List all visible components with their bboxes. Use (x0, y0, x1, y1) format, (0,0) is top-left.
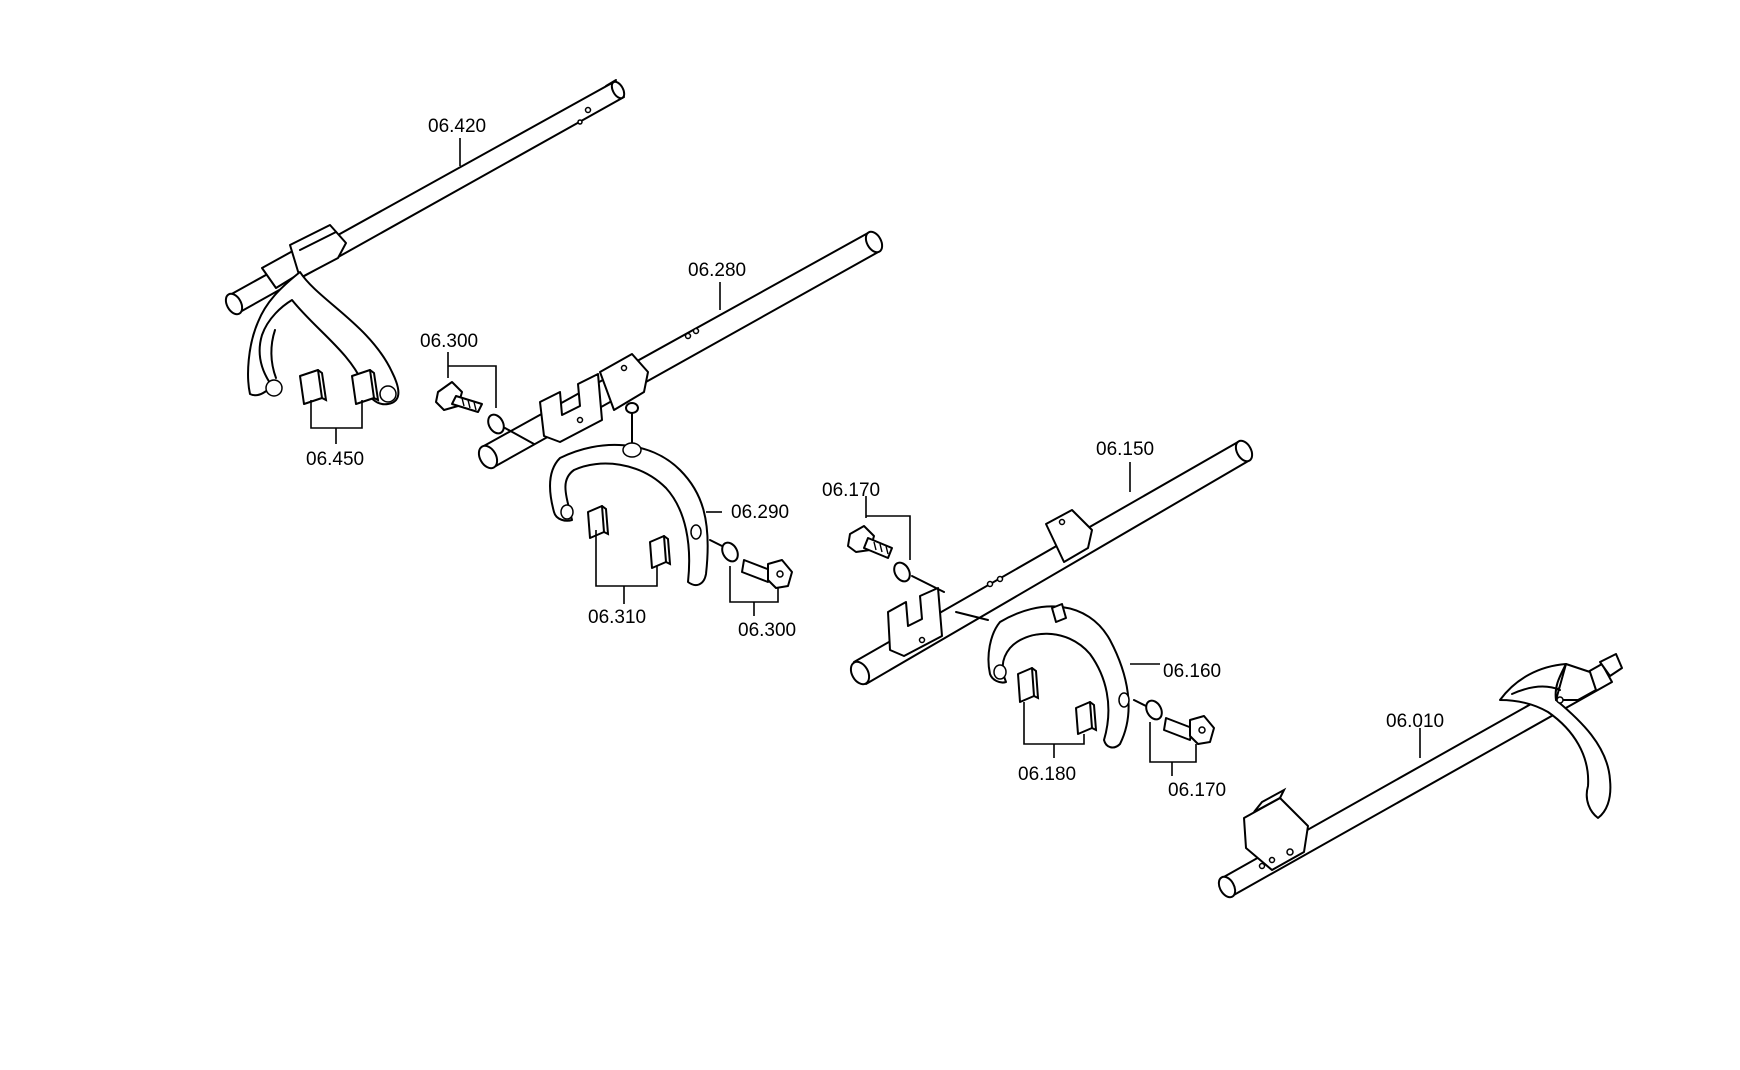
shift-pad-pair-06-450 (299, 369, 380, 405)
bolt-washer-06-170-bottom (1133, 699, 1215, 745)
shift-fork-06-420 (247, 224, 400, 406)
callout-06-010: 06.010 (1386, 711, 1444, 732)
callout-06-450: 06.450 (306, 449, 364, 470)
leader-lines (310, 138, 1421, 776)
callout-06-290: 06.290 (731, 502, 789, 523)
callout-06-280: 06.280 (688, 260, 746, 281)
bolt-washer-06-170-top (847, 525, 945, 593)
shift-pad-pair-06-310 (587, 505, 672, 569)
callout-06-180: 06.180 (1018, 764, 1076, 785)
shift-rail-06-150 (849, 439, 1254, 686)
callout-06-160: 06.160 (1163, 661, 1221, 682)
callout-06-420: 06.420 (428, 116, 486, 137)
shift-rail-06-280 (477, 230, 884, 470)
callout-06-300-bottom: 06.300 (738, 620, 796, 641)
shift-rail-06-010 (1217, 653, 1623, 899)
bolt-washer-06-300-bottom (709, 539, 793, 589)
shift-rail-06-420 (224, 79, 626, 316)
callout-06-150: 06.150 (1096, 439, 1154, 460)
shift-fork-06-010 (1499, 663, 1612, 819)
shift-fork-06-160 (987, 603, 1130, 749)
bolt-washer-06-300-top (435, 381, 535, 445)
callout-06-170-top: 06.170 (822, 480, 880, 501)
callout-06-170-bottom: 06.170 (1168, 780, 1226, 801)
shift-fork-06-290 (549, 442, 709, 587)
shift-pad-pair-06-180 (1017, 667, 1098, 735)
callout-06-310: 06.310 (588, 607, 646, 628)
callout-06-300-top: 06.300 (420, 331, 478, 352)
callout-labels: 06.420 06.450 06.300 06.280 06.290 06.31… (306, 116, 1444, 801)
